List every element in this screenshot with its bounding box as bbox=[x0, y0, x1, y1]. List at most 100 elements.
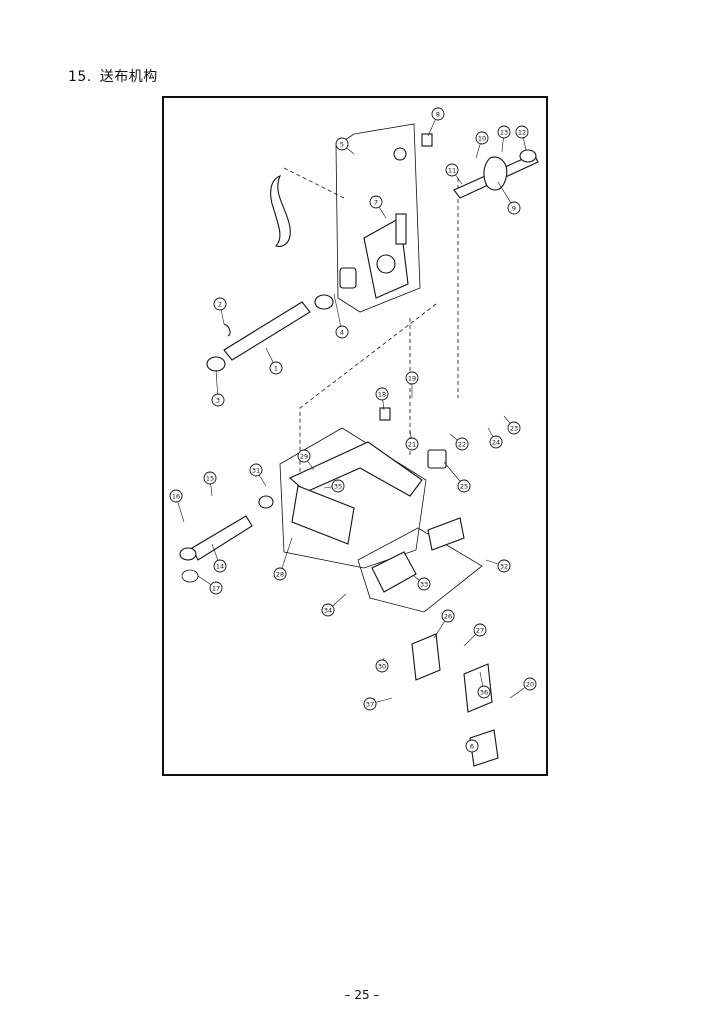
callout-9: 9 bbox=[497, 181, 521, 215]
callout-label: 11 bbox=[448, 167, 456, 175]
retaining-ring bbox=[223, 323, 231, 337]
shaft-end bbox=[179, 547, 197, 561]
callout-label: 2 bbox=[218, 301, 222, 309]
callout-label: 17 bbox=[212, 585, 220, 593]
bracket-screw bbox=[393, 147, 407, 161]
callout-11: 11 bbox=[445, 163, 463, 185]
callout-label: 19 bbox=[408, 375, 416, 383]
callout-label: 20 bbox=[526, 681, 534, 689]
callout-22: 22 bbox=[449, 433, 469, 451]
callout-32: 32 bbox=[485, 559, 511, 573]
throat-plate-support bbox=[463, 663, 493, 713]
callout-label: 9 bbox=[512, 205, 516, 213]
callout-label: 15 bbox=[206, 475, 214, 483]
bushing bbox=[339, 267, 357, 289]
small-block bbox=[379, 407, 391, 421]
section-number: 15. bbox=[68, 69, 92, 85]
feed-rock-shaft bbox=[191, 515, 253, 561]
callout-12: 12 bbox=[515, 125, 529, 151]
callout-18: 18 bbox=[375, 387, 389, 411]
callout-3: 3 bbox=[211, 369, 225, 407]
section-title: 送布机构 bbox=[99, 69, 158, 85]
callout-34: 34 bbox=[321, 593, 347, 617]
feed-dog bbox=[371, 551, 417, 593]
callout-label: 36 bbox=[480, 689, 488, 697]
o-ring bbox=[181, 569, 199, 583]
callout-label: 21 bbox=[408, 441, 416, 449]
callout-37: 37 bbox=[363, 697, 393, 711]
callout-13: 13 bbox=[497, 125, 511, 153]
callout-label: 7 bbox=[374, 199, 378, 207]
needle-plate-bracket bbox=[411, 633, 441, 681]
callout-label: 23 bbox=[510, 425, 518, 433]
shaft-end-cap bbox=[206, 356, 226, 372]
callout-label: 1 bbox=[274, 365, 278, 373]
section-heading: 15. 送布机构 bbox=[68, 66, 166, 86]
callout-label: 22 bbox=[458, 441, 466, 449]
callout-label: 37 bbox=[366, 701, 374, 709]
shaft-collar bbox=[314, 294, 334, 310]
callout-29: 29 bbox=[297, 449, 315, 471]
feed-dog-bracket bbox=[427, 517, 465, 551]
callout-label: 8 bbox=[436, 111, 440, 119]
callout-28: 28 bbox=[273, 537, 293, 581]
shaft-collar-lower bbox=[258, 495, 274, 509]
callout-31: 31 bbox=[249, 463, 267, 487]
callout-label: 3 bbox=[216, 397, 220, 405]
callout-label: 10 bbox=[478, 135, 486, 143]
feed-link-arm bbox=[270, 174, 291, 248]
callout-label: 24 bbox=[492, 439, 500, 447]
shaft-bushing bbox=[519, 149, 537, 163]
callout-label: 28 bbox=[276, 571, 284, 579]
callout-label: 14 bbox=[216, 563, 224, 571]
callout-label: 4 bbox=[340, 329, 344, 337]
callout-7: 7 bbox=[369, 195, 387, 219]
callout-6: 6 bbox=[465, 739, 479, 753]
callout-15: 15 bbox=[203, 471, 217, 497]
callout-label: 29 bbox=[300, 453, 308, 461]
callout-30: 30 bbox=[375, 657, 389, 673]
callout-label: 32 bbox=[500, 563, 508, 571]
callout-label: 25 bbox=[460, 483, 468, 491]
callout-label: 34 bbox=[324, 607, 332, 615]
callout-label: 13 bbox=[500, 129, 508, 137]
feed-bar-fork bbox=[291, 485, 355, 545]
callout-26: 26 bbox=[433, 609, 455, 639]
callout-25: 25 bbox=[443, 461, 471, 493]
bracket-pivot bbox=[376, 254, 396, 274]
callout-2: 2 bbox=[213, 297, 227, 325]
slide-block bbox=[427, 449, 447, 469]
feed-plate bbox=[469, 729, 499, 767]
callout-21: 21 bbox=[405, 429, 419, 451]
callout-label: 35 bbox=[334, 483, 342, 491]
callout-label: 18 bbox=[378, 391, 386, 399]
callout-label: 26 bbox=[444, 613, 452, 621]
feed-crank bbox=[483, 156, 508, 191]
callout-33: 33 bbox=[413, 575, 431, 591]
callout-14: 14 bbox=[211, 543, 227, 573]
bracket-slot bbox=[395, 213, 407, 245]
group-outline-feed-dog bbox=[357, 527, 483, 613]
callout-23: 23 bbox=[503, 415, 521, 435]
square-block bbox=[421, 133, 433, 147]
callout-label: 5 bbox=[340, 141, 344, 149]
callout-17: 17 bbox=[197, 575, 223, 595]
callout-4: 4 bbox=[333, 293, 349, 339]
callout-8: 8 bbox=[427, 107, 445, 137]
assembly-line bbox=[283, 167, 345, 199]
callout-label: 16 bbox=[172, 493, 180, 501]
callout-label: 30 bbox=[378, 663, 386, 671]
callout-16: 16 bbox=[169, 489, 185, 523]
callout-35: 35 bbox=[323, 479, 345, 493]
callout-27: 27 bbox=[463, 623, 487, 647]
callout-36: 36 bbox=[477, 671, 491, 699]
callout-5: 5 bbox=[335, 137, 355, 155]
feed-bar bbox=[288, 441, 423, 497]
feed-shaft bbox=[223, 301, 311, 361]
callout-20: 20 bbox=[509, 677, 537, 699]
assembly-line bbox=[299, 303, 437, 518]
page-number: – 25 – bbox=[344, 988, 380, 1002]
